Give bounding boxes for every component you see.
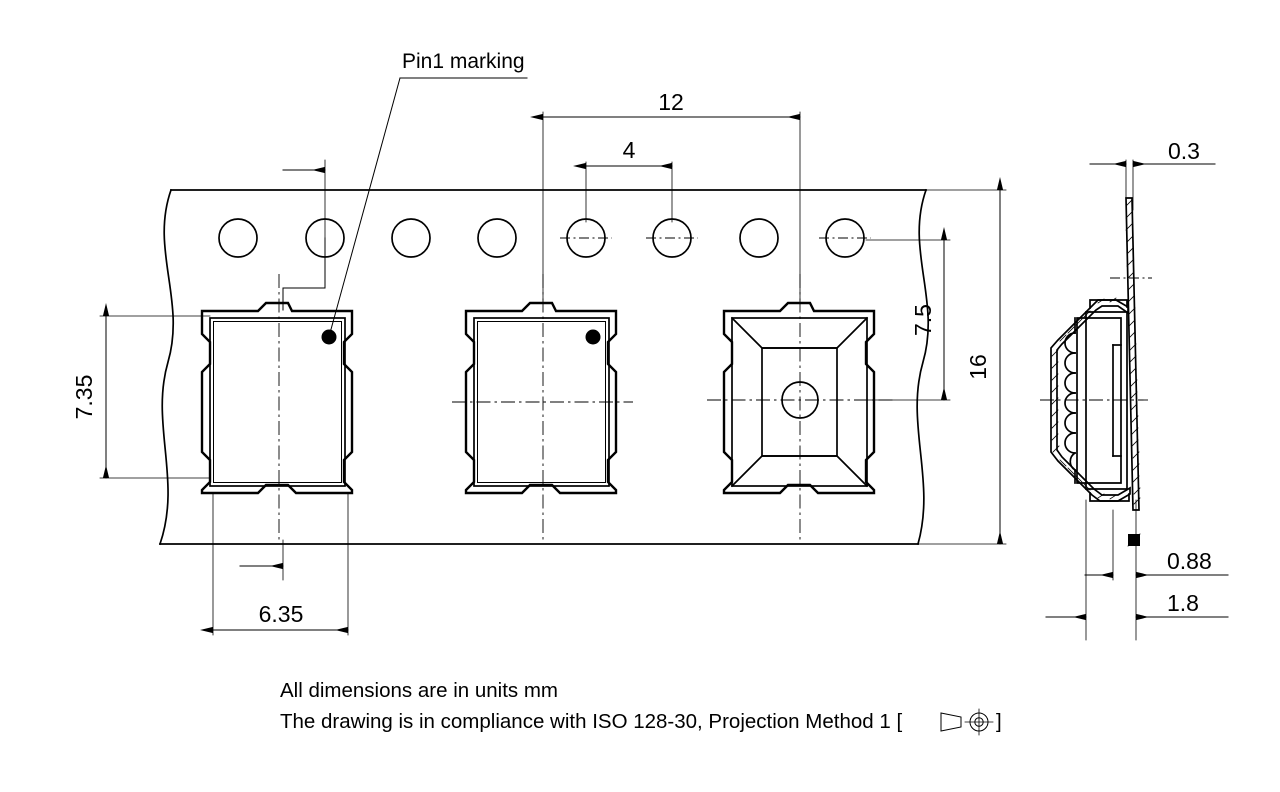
note-line-2-prefix: The drawing is in compliance with ISO 12… [280,710,902,733]
dim-4: 4 [573,137,673,223]
component-body [209,317,346,487]
pin1-marking-leader [329,77,528,334]
pin1-marking-dot [321,329,337,345]
lead-bumps-column [1064,317,1077,484]
dim-1-8: 1.8 [1045,499,1229,641]
sprocket-hole [739,218,779,258]
pocket-floor [761,347,838,457]
sprocket-pitch-pointer [282,237,326,311]
tape-left-break-edge [158,188,175,546]
pocket-wall-profile [1050,299,1131,502]
dim-7-5: 7.5 [865,227,951,401]
sprocket-hole [218,218,258,258]
lead-bump [1064,372,1076,394]
lead-bump [1064,432,1076,454]
component-body-inner [213,321,342,483]
dim-0-88: 0.88 [1084,499,1229,641]
flange-bottom [1089,492,1130,502]
pocket-outer-outline [464,301,618,495]
pocket-outer-outline [722,301,876,495]
dim-0-3: 0.3 [1089,138,1216,211]
pocket-3 [707,274,893,540]
sprocket-hole [391,218,431,258]
dim-088-value: 0.88 [1167,548,1212,574]
pocket-outer-outline [200,301,354,495]
dim-sprocket-offset-arrow-bottom [239,539,284,581]
pocket-wall-hatch [1051,297,1117,500]
pocket-taper-bottom [730,455,869,488]
lead-bump [1064,352,1076,374]
component-body [473,317,610,487]
lead-bump [1064,412,1076,434]
iso-projection-method-1-icon [940,708,994,736]
dim-635-value: 6.35 [259,601,304,627]
carrier-tape-section-view [1040,197,1152,511]
dim-03-value: 0.3 [1168,138,1200,164]
dim-7-35: 7.35 [71,303,211,479]
dim-12-value: 12 [658,89,684,115]
component-section-outline [1085,311,1128,490]
sprocket-pitch-leader [282,237,326,311]
tape-right-break-edge [916,188,930,546]
section-marker-square [1127,533,1141,547]
dim-4-value: 4 [623,137,636,163]
pin1-marking-label: Pin1 marking [402,50,525,73]
pin1-marking-dot [585,329,601,345]
dim-6-35: 6.35 [200,492,349,636]
flange-top [1089,299,1128,309]
dim-735-value: 7.35 [71,375,97,420]
pocket-2 [452,274,633,540]
tape-wall-hatch [1125,199,1141,505]
lead-bump [1064,392,1076,414]
dim-12: 12 [530,89,801,301]
pin1-leader-line [329,77,401,334]
sprocket-hole [477,218,517,258]
dim-16-value: 16 [965,354,991,380]
dim-sprocket-offset-arrow [282,159,326,239]
lead-bump [1069,451,1077,472]
sprocket-hole-row [218,218,865,258]
frustum-icon [940,712,962,732]
pocket-1 [200,274,354,540]
pocket-3-rim [731,317,868,487]
component-section-inner [1076,317,1122,484]
note-line-2-suffix: ] [996,710,1002,733]
dim-75-value: 7.5 [910,304,936,336]
dim-18-value: 1.8 [1167,590,1199,616]
pocket-taper-top [730,316,869,349]
dim-16: 16 [913,177,1007,545]
tape-wall-section [1125,197,1140,511]
note-line-1: All dimensions are in units mm [280,679,558,702]
carrier-tape-plan-view [158,188,930,546]
lead-bump [1064,332,1076,354]
